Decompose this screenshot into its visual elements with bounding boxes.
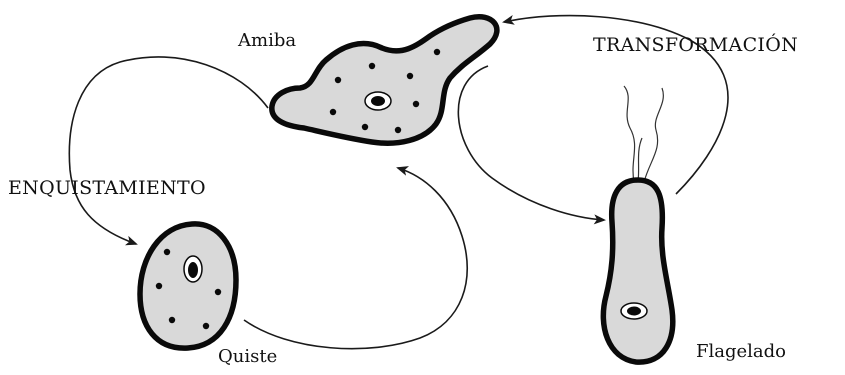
amoeba-vacuole <box>434 49 440 55</box>
flagellate-nucleolus <box>627 307 641 316</box>
arrow-excystment <box>244 168 467 349</box>
amoeba-vacuole <box>413 101 419 107</box>
amoeba-vacuole <box>362 124 368 130</box>
label-flagellate: Flagelado <box>696 341 786 362</box>
label-transformation: TRANSFORMACIÓN <box>593 33 798 56</box>
label-cyst: Quiste <box>218 346 277 367</box>
flagellum <box>644 88 663 182</box>
label-encystment: ENQUISTAMIENTO <box>8 177 206 199</box>
amoeba-nucleolus <box>371 96 385 106</box>
amoeba-body <box>272 17 497 143</box>
amoeba-cell <box>272 17 497 143</box>
flagellum <box>638 138 642 182</box>
amoeba-vacuole <box>395 127 401 133</box>
flagellum <box>624 86 635 182</box>
arrow-encystment <box>69 57 268 244</box>
amoeba-vacuole <box>335 77 341 83</box>
label-amoeba: Amiba <box>237 30 296 51</box>
cyst-vacuole <box>215 289 221 295</box>
cyst-nucleolus <box>188 262 198 278</box>
cyst-vacuole <box>169 317 175 323</box>
cyst-cell <box>140 224 236 348</box>
cyst-vacuole <box>203 323 209 329</box>
cyst-vacuole <box>156 283 162 289</box>
cyst-body <box>140 224 236 348</box>
amoeba-vacuole <box>407 73 413 79</box>
cyst-vacuole <box>164 249 170 255</box>
amoeba-vacuole <box>369 63 375 69</box>
flagellate-cell <box>603 86 672 362</box>
arrow-amoeba-to-flagellate <box>458 66 604 220</box>
flagellate-body <box>603 180 672 362</box>
amoeba-vacuole <box>330 109 336 115</box>
